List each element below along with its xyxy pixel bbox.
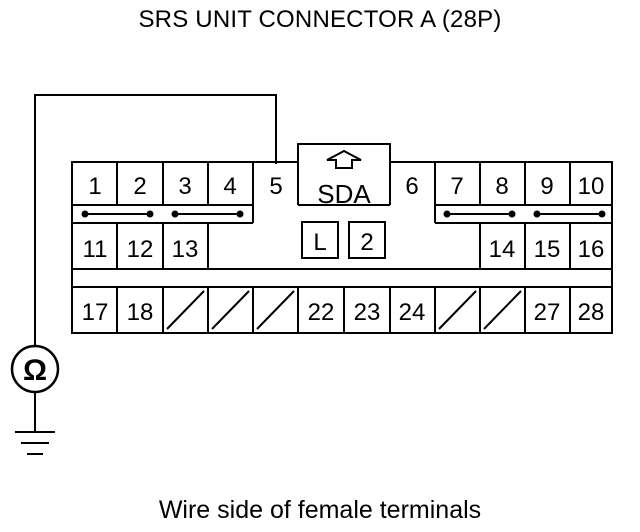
terminal-24: 24 <box>399 299 426 326</box>
terminal-27: 27 <box>534 299 561 326</box>
ohmmeter-icon <box>10 344 60 394</box>
terminal-10: 10 <box>578 173 605 200</box>
terminal-13: 13 <box>172 236 199 263</box>
box-label-l: L <box>313 229 326 256</box>
test-lead <box>34 94 277 345</box>
ohm-symbol: Ω <box>23 354 47 387</box>
terminal-17: 17 <box>82 299 109 326</box>
connector-box-2 <box>348 221 386 259</box>
terminal-4: 4 <box>223 173 236 200</box>
connector-label: SDA <box>317 179 371 209</box>
terminal-6: 6 <box>405 173 418 200</box>
ground-icon <box>15 431 55 455</box>
empty-cavity <box>256 290 295 330</box>
terminal-14: 14 <box>489 236 516 263</box>
terminal-2: 2 <box>133 173 146 200</box>
terminal-15: 15 <box>534 236 561 263</box>
terminal-18: 18 <box>127 299 154 326</box>
terminal-23: 23 <box>354 299 381 326</box>
terminal-16: 16 <box>578 236 605 263</box>
connector-box-l <box>301 221 339 259</box>
terminal-3: 3 <box>178 173 191 200</box>
empty-cavity <box>438 290 477 330</box>
terminal-12: 12 <box>127 236 154 263</box>
terminal-28: 28 <box>578 299 605 326</box>
empty-cavity <box>483 290 522 330</box>
empty-cavity <box>166 290 205 330</box>
box-label-2: 2 <box>360 229 373 256</box>
empty-cavity <box>211 290 250 330</box>
terminal-22: 22 <box>308 299 335 326</box>
terminal-9: 9 <box>540 173 553 200</box>
terminal-1: 1 <box>88 173 101 200</box>
up-arrow-icon <box>326 149 362 169</box>
terminal-11: 11 <box>83 236 108 263</box>
terminal-5: 5 <box>269 173 282 200</box>
terminal-8: 8 <box>495 173 508 200</box>
diagram-title: SRS UNIT CONNECTOR A (28P) <box>138 6 502 33</box>
diagram-caption: Wire side of female terminals <box>158 496 482 524</box>
terminal-7: 7 <box>450 173 463 200</box>
